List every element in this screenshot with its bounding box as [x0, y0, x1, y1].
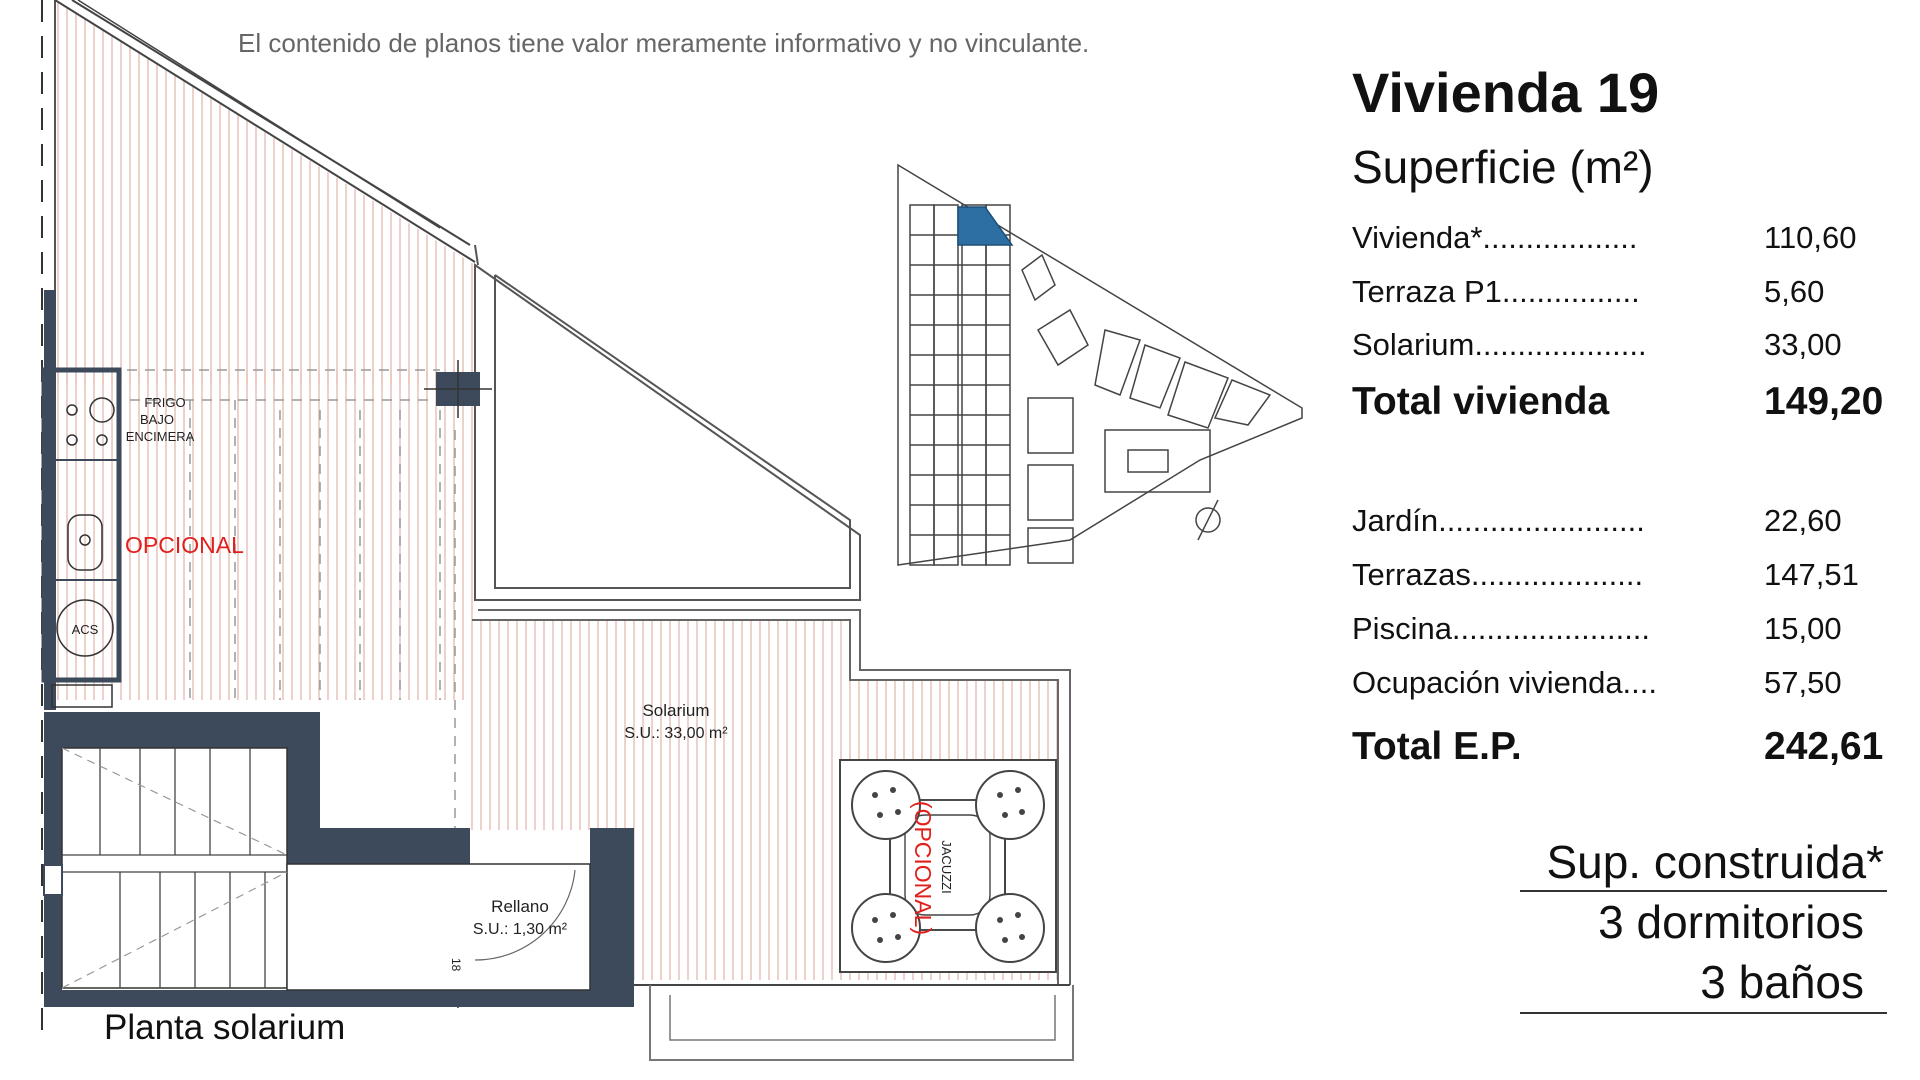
site-highlight-unit [957, 206, 1014, 246]
extra-value: 22,60 [1764, 503, 1842, 538]
frigo-label-1: FRIGO [144, 395, 185, 410]
total-vivienda-row: Total vivienda 149,20 [1352, 380, 1912, 423]
rellano-area-label: S.U.: 1,30 m² [473, 921, 568, 938]
page-title: Vivienda 19 [1352, 61, 1660, 124]
extra-label: Ocupación vivienda.... [1352, 665, 1658, 700]
extra-label: Jardín........................ [1352, 503, 1645, 538]
area-value: 33,00 [1764, 327, 1842, 362]
extra-row-terrazas: Terrazas.................... 147,51 [1352, 557, 1912, 597]
total-vivienda-label: Total vivienda [1352, 380, 1610, 423]
extra-label: Piscina....................... [1352, 611, 1651, 646]
solarium-deck [55, 370, 1071, 986]
upper-deck [54, 0, 476, 385]
extra-label: Terrazas.................... [1352, 557, 1644, 592]
total-ep-value: 242,61 [1764, 725, 1884, 768]
void-opening [474, 244, 861, 601]
banos-label: 3 baños [1700, 956, 1864, 1008]
site-blocks [1021, 253, 1272, 564]
area-row-solarium: Solarium.................... 33,00 [1352, 327, 1912, 367]
planter-dots [872, 787, 1025, 943]
area-label: Terraza P1................ [1352, 274, 1640, 309]
disclaimer-text: El contenido de planos tiene valor meram… [238, 28, 1090, 58]
area-row-terraza: Terraza P1................ 5,60 [1352, 274, 1912, 314]
lower-terrace-outline [649, 985, 1074, 1061]
extra-row-jardin: Jardín........................ 22,60 [1352, 503, 1912, 543]
stair-number: 18 [449, 958, 463, 972]
site-row-houses [909, 204, 1011, 566]
extra-value: 15,00 [1764, 611, 1842, 646]
dormitorios-label: 3 dormitorios [1598, 896, 1864, 948]
solarium-label: Solarium [642, 701, 709, 720]
area-label: Solarium.................... [1352, 327, 1647, 362]
jacuzzi: JACUZZI (OPCIONAL) [839, 759, 1057, 973]
jacuzzi-label: JACUZZI [939, 840, 954, 893]
solarium-area-label: S.U.: 33,00 m² [624, 725, 728, 742]
extra-value: 57,50 [1764, 665, 1842, 700]
opcional-kitchen-label: OPCIONAL [125, 532, 244, 558]
frigo-label-3: ENCIMERA [126, 429, 195, 444]
jacuzzi-planters [851, 770, 1045, 963]
site-location-map [897, 163, 1303, 566]
kitchen-unit: ACS FRIGO BAJO ENCIMERA OPCIONAL [41, 290, 244, 710]
area-label: Vivienda*.................. [1352, 220, 1638, 255]
page-subtitle: Superficie (m²) [1352, 141, 1654, 193]
summary-bottom-divider [1520, 1012, 1887, 1014]
frigo-label-2: BAJO [140, 412, 174, 427]
area-value: 110,60 [1764, 220, 1857, 255]
opcional-jacuzzi-label: (OPCIONAL) [910, 801, 936, 935]
total-ep-label: Total E.P. [1352, 725, 1522, 768]
area-row-vivienda: Vivienda*.................. 110,60 [1352, 220, 1912, 260]
acs-label: ACS [72, 622, 99, 637]
area-value: 5,60 [1764, 274, 1825, 309]
stair-block [43, 712, 634, 1007]
extra-row-piscina: Piscina....................... 15,00 [1352, 611, 1912, 651]
rellano-label: Rellano [491, 897, 549, 916]
summary-divider [1520, 890, 1887, 892]
floor-label: Planta solarium [104, 1008, 346, 1047]
total-vivienda-value: 149,20 [1764, 380, 1884, 423]
sup-construida-label: Sup. construida* [1546, 836, 1884, 888]
total-ep-row: Total E.P. 242,61 [1352, 725, 1912, 768]
extra-value: 147,51 [1764, 557, 1859, 592]
extra-row-ocupacion: Ocupación vivienda.... 57,50 [1352, 665, 1912, 705]
